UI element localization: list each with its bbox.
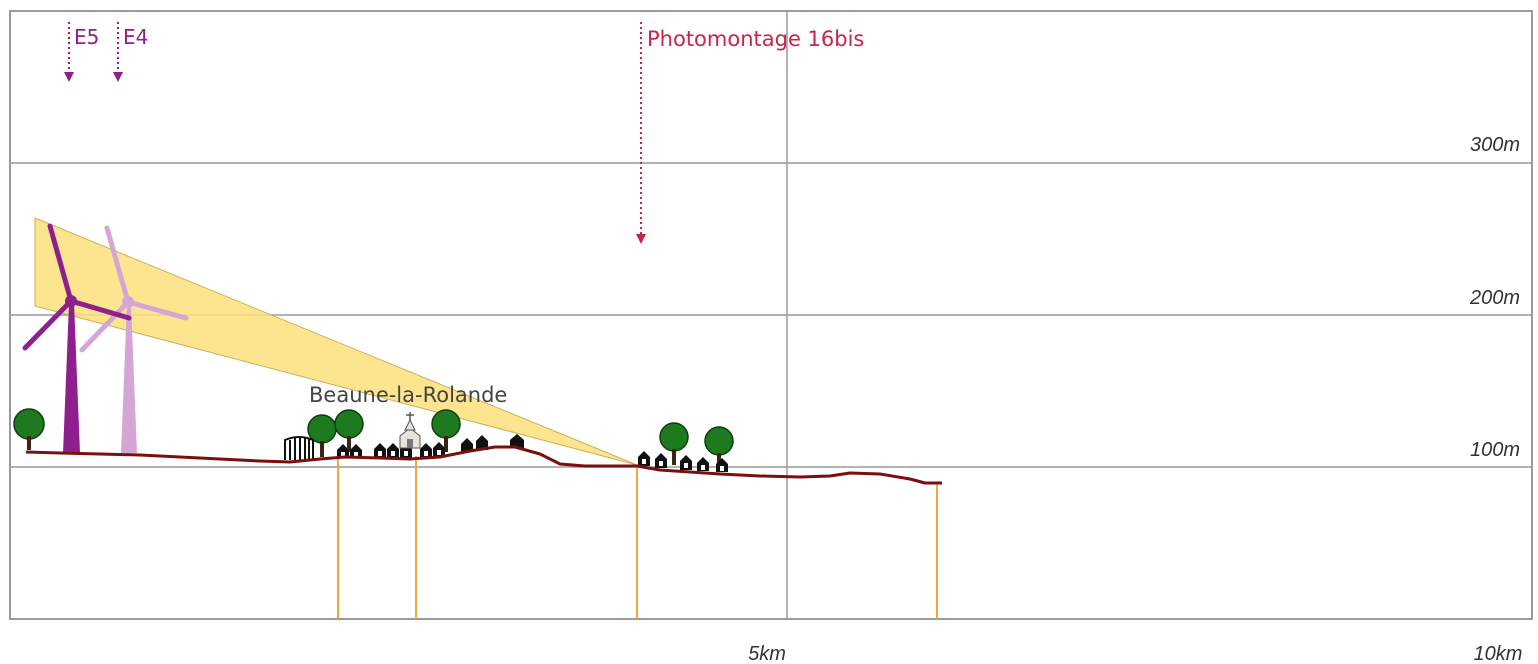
house-icon: [680, 455, 692, 470]
house-icon: [716, 458, 728, 472]
tree-icon: [659, 422, 689, 465]
house-icon: [350, 444, 362, 458]
church-icon: [399, 412, 421, 449]
leader-lines: [337, 456, 938, 619]
turbine-blade: [79, 299, 131, 353]
elevation-label-300m: 300m: [1470, 134, 1520, 156]
turbine-hub: [122, 296, 134, 308]
elevation-label-200m: 200m: [1469, 287, 1520, 309]
turbine-blade: [22, 298, 74, 351]
turbine-tower: [63, 303, 80, 453]
house-icon: [476, 435, 488, 450]
turbine-blade: [47, 223, 74, 304]
wind-turbine-icon: [79, 225, 189, 453]
house-icon: [420, 443, 432, 458]
turbine-blade: [104, 225, 131, 305]
tree-icon: [13, 408, 45, 450]
turbine-tower: [121, 303, 137, 453]
turbine-label-e4: E4: [123, 25, 148, 49]
viewpoint-marker: Photomontage 16bis: [636, 22, 864, 244]
house-icon: [510, 434, 524, 448]
tree-icon: [334, 409, 364, 452]
house-icon: [337, 444, 349, 458]
distance-label-10km: 10km: [1474, 643, 1523, 664]
gate-icon: [284, 436, 314, 460]
house-icon: [374, 443, 386, 458]
house-icon: [387, 443, 399, 458]
terrain-profile-line: [25, 445, 942, 485]
house-icon: [433, 442, 445, 457]
elevation-label-100m: 100m: [1470, 439, 1520, 461]
house-windows: [341, 450, 724, 471]
house-icon: [697, 457, 709, 471]
distance-label-5km: 5km: [748, 643, 786, 664]
house-icon: [638, 451, 650, 466]
turbine-marker-e5: E5: [64, 22, 99, 82]
wind-turbine-icon: [22, 223, 132, 453]
turbine-hub: [65, 295, 77, 307]
house-icon: [655, 453, 667, 468]
turbine-blade: [68, 298, 132, 321]
village-houses: [337, 434, 728, 472]
house-icon: [461, 438, 473, 452]
turbine-label-e5: E5: [74, 25, 99, 49]
turbine-marker-e4: E4: [113, 22, 148, 82]
viewpoint-label: Photomontage 16bis: [647, 27, 864, 51]
village-label: Beaune-la-Rolande: [309, 383, 507, 407]
turbine-blade: [125, 299, 189, 321]
sightline-cone: [34, 217, 638, 466]
tree-icon: [431, 409, 461, 452]
trees: [13, 408, 734, 469]
